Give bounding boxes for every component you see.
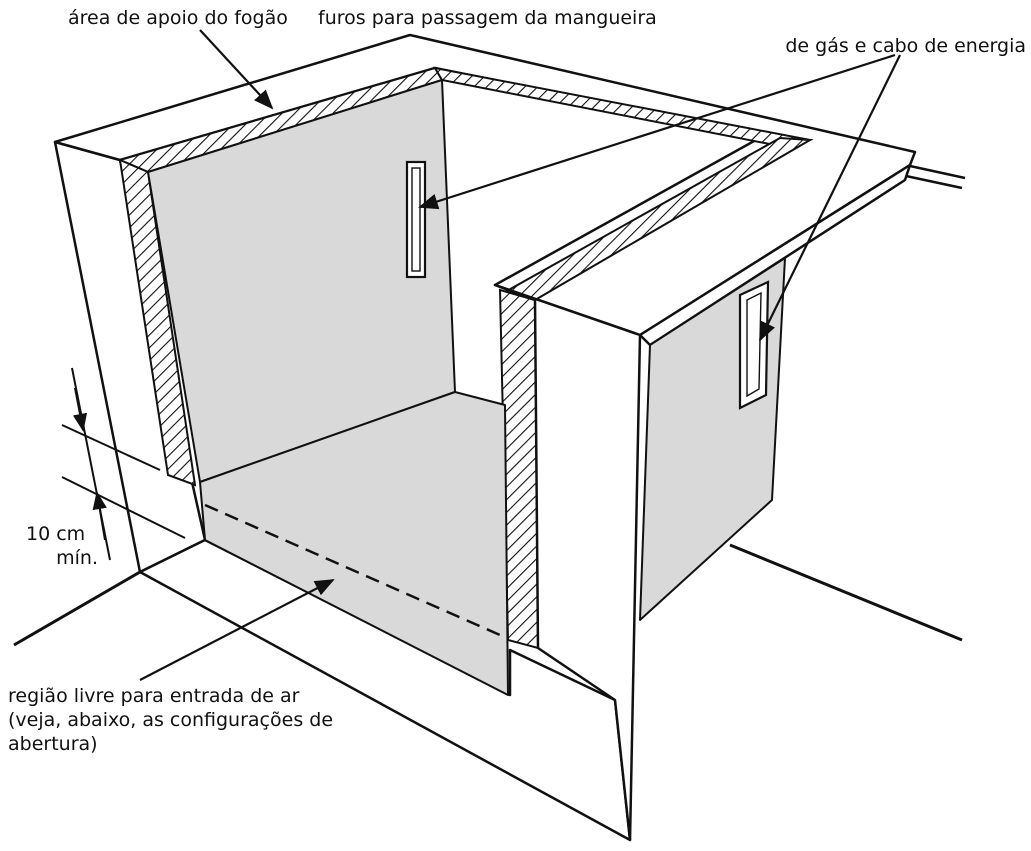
back-wall-slot-inner [411, 167, 421, 272]
air-region-dashed-line [204, 503, 501, 637]
label-air-line3: abertura) [8, 733, 98, 755]
label-dimension-min: mín. [56, 547, 98, 569]
gas-hose-lines [905, 164, 966, 190]
hatched-cut-edges [117, 66, 814, 650]
interior-floor [199, 391, 509, 696]
right-side-front-face [638, 163, 912, 347]
floor-lines [13, 543, 963, 647]
label-stove-support: área de apoio do fogão [68, 7, 288, 29]
dimension-marker [61, 367, 186, 561]
leader-arrows [139, 29, 901, 681]
label-dimension-value: 10 cm [26, 523, 85, 545]
hose-slot-holes [405, 160, 770, 410]
label-holes-line1: furos para passagem da mangueira [318, 7, 657, 29]
label-holes-line2: de gás e cabo de energia [785, 35, 1026, 57]
side-panel-slot-inner [746, 291, 762, 398]
label-air-line1: região livre para entrada de ar [8, 685, 300, 707]
label-air-line2: (veja, abaixo, as configurações de [8, 709, 333, 731]
